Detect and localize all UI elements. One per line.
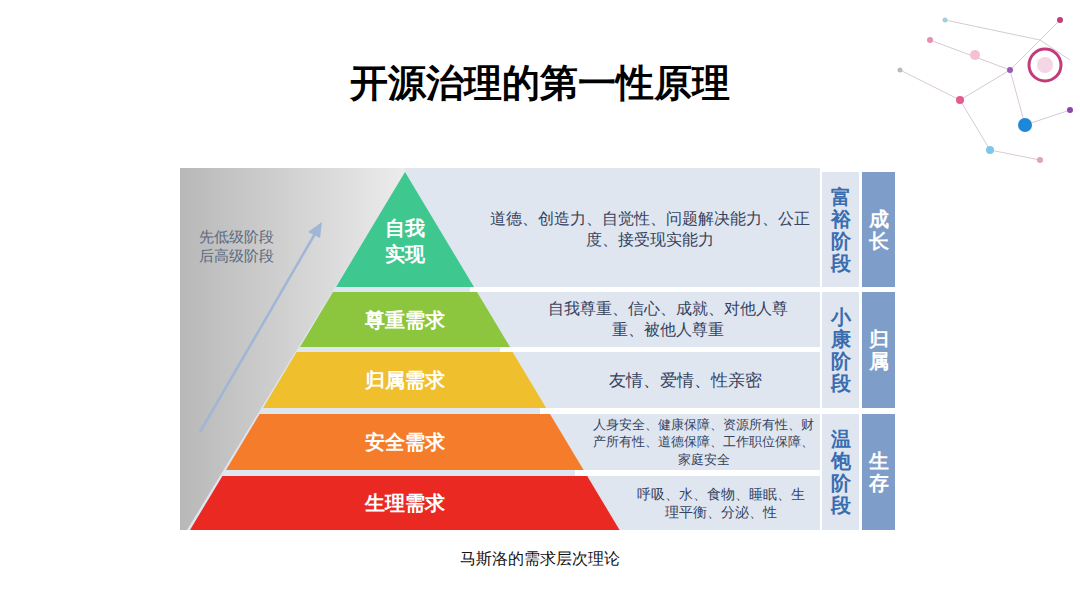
stage-note: 先低级阶段 后高级阶段 [186, 222, 286, 272]
need-description-text: 友情、爱情、性亲密 [565, 369, 805, 391]
pyramid-level-text: 安全需求 [365, 429, 445, 455]
pyramid-level-text: 尊重需求 [365, 307, 445, 333]
band-fill [190, 476, 620, 530]
pyramid-level-text: 自我实现 [382, 215, 428, 267]
band-fill [336, 172, 474, 287]
stage-column: 温饱阶段 [822, 414, 859, 530]
pyramid-level-text: 归属需求 [365, 367, 445, 393]
need-description-text: 自我尊重、信心、成就、对他人尊重、被他人尊重 [533, 299, 803, 341]
need-description: 友情、爱情、性亲密 [550, 352, 820, 408]
need-description: 人身安全、健康保障、资源所有性、财产所有性、道德保障、工作职位保障、家庭安全 [587, 414, 820, 470]
grey-panel [180, 168, 405, 530]
need-description-text: 呼吸、水、食物、睡眠、生理平衡、分泌、性 [631, 485, 811, 521]
pyramid-level: 安全需求 [226, 414, 584, 470]
network-decoration [900, 20, 1070, 160]
category-column-text: 生存 [869, 450, 889, 494]
stage-column: 小康阶段 [822, 292, 859, 408]
desc-panel [180, 168, 820, 530]
pyramid-level: 生理需求 [190, 476, 620, 530]
pyramid-level: 自我实现 [336, 172, 474, 287]
stage-column: 富裕阶段 [822, 172, 859, 287]
pyramid-level-text: 生理需求 [365, 490, 445, 516]
band-fill [263, 352, 546, 408]
figure-caption: 马斯洛的需求层次理论 [0, 549, 1080, 570]
category-column: 成长 [862, 172, 895, 287]
need-description: 自我尊重、信心、成就、对他人尊重、被他人尊重 [515, 292, 820, 347]
need-description-text: 道德、创造力、自觉性、问题解决能力、公正度、接受现实能力 [485, 209, 815, 251]
pyramid-level: 尊重需求 [300, 292, 510, 347]
category-column: 归属 [862, 292, 895, 408]
stage-column-text: 温饱阶段 [831, 428, 851, 516]
need-description-text: 人身安全、健康保障、资源所有性、财产所有性、道德保障、工作职位保障、家庭安全 [593, 416, 815, 467]
band-fill [300, 292, 510, 347]
category-column: 生存 [862, 414, 895, 530]
category-column-text: 归属 [869, 328, 889, 372]
network-dots [898, 17, 1074, 163]
stage-column-text: 小康阶段 [831, 306, 851, 394]
need-description: 呼吸、水、食物、睡眠、生理平衡、分泌、性 [622, 476, 820, 530]
stage-note-text: 先低级阶段 后高级阶段 [196, 228, 276, 267]
need-description: 道德、创造力、自觉性、问题解决能力、公正度、接受现实能力 [480, 172, 820, 287]
category-column-text: 成长 [869, 208, 889, 252]
slide-title: 开源治理的第一性原理 [0, 58, 1080, 109]
pyramid-level: 归属需求 [263, 352, 546, 408]
stage-column-text: 富裕阶段 [831, 186, 851, 274]
arrow-head [308, 222, 322, 238]
band-fill [226, 414, 584, 470]
